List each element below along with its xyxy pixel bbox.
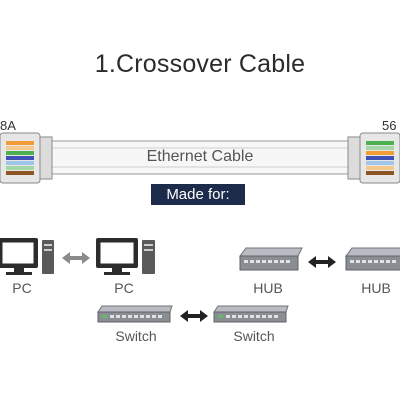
switch-double-arrow bbox=[180, 310, 208, 322]
hub-right-icon bbox=[345, 247, 400, 271]
diagram-title: 1.Crossover Cable bbox=[94, 50, 306, 78]
cable-label: Ethernet Cable bbox=[146, 148, 254, 165]
left-rj45-connector bbox=[0, 132, 53, 184]
ethernet-cable bbox=[47, 140, 353, 175]
pc-double-arrow bbox=[62, 252, 90, 264]
switch-left-icon bbox=[97, 305, 173, 323]
switch-right-icon bbox=[213, 305, 289, 323]
hub-left-icon bbox=[239, 247, 303, 271]
hub-left-label: HUB bbox=[253, 280, 283, 296]
right-end-label: 56 bbox=[382, 118, 397, 133]
made-for-badge: Made for: bbox=[151, 184, 245, 205]
pc-right-icon bbox=[96, 238, 155, 275]
switch-left-label: Switch bbox=[115, 328, 157, 344]
pc-right-label: PC bbox=[114, 280, 134, 296]
pc-left-icon bbox=[0, 238, 54, 275]
right-rj45-connector bbox=[347, 132, 400, 184]
switch-right-label: Switch bbox=[233, 328, 275, 344]
pc-left-label: PC bbox=[12, 280, 32, 296]
hub-right-label: HUB bbox=[361, 280, 391, 296]
hub-double-arrow bbox=[308, 256, 336, 268]
left-end-label: 8A bbox=[0, 118, 16, 133]
